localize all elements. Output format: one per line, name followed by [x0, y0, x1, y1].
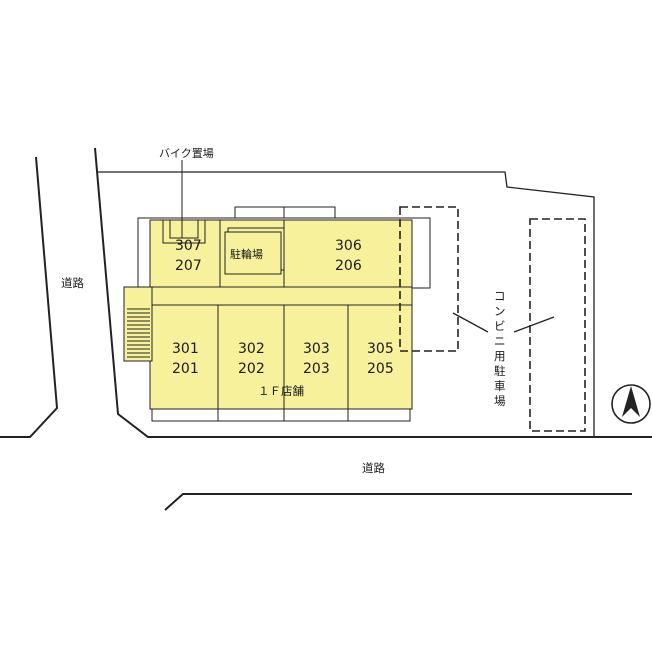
parking-char: 車: [494, 379, 506, 393]
unit-206: 206: [335, 258, 362, 274]
bike-parking-area: [162, 160, 206, 244]
convenience-parking-areas: [399, 206, 586, 432]
road-label-left: 道路: [61, 276, 84, 290]
unit-307: 307: [175, 238, 202, 254]
unit-207: 207: [175, 258, 202, 274]
parking-leader-lines: [452, 312, 555, 333]
staircase: [123, 286, 153, 362]
bicycle-parking-box: [224, 231, 282, 275]
left-road-lines: [0, 147, 652, 438]
parking-char: ビ: [494, 319, 506, 333]
north-arrow-icon: [611, 384, 651, 424]
parking-char: ン: [494, 304, 506, 318]
unit-202: 202: [238, 361, 265, 377]
unit-302: 302: [238, 341, 265, 357]
bottom-balcony: [151, 408, 411, 422]
parking-char: 駐: [494, 364, 506, 378]
parking-char: 場: [494, 394, 506, 408]
site-boundary: [97, 171, 595, 437]
unit-306: 306: [335, 238, 362, 254]
unit-301: 301: [172, 341, 199, 357]
unit-303: 303: [303, 341, 330, 357]
parking-char: ニ: [494, 334, 506, 348]
parking-char: 用: [494, 349, 506, 363]
unit-305: 305: [367, 341, 394, 357]
bicycle-parking-label: 駐輪場: [230, 247, 263, 261]
bottom-road-edge: [164, 493, 632, 511]
convenience-parking-label: コ ン ビ ニ 用 駐 車 場: [494, 289, 506, 408]
unit-203: 203: [303, 361, 330, 377]
parking-char: コ: [494, 289, 506, 303]
unit-205: 205: [367, 361, 394, 377]
building-lower-block: [149, 286, 413, 410]
bike-parking-label: バイク置場: [159, 147, 214, 160]
first-floor-store-label: １Ｆ店舗: [258, 384, 304, 398]
road-label-bottom: 道路: [362, 461, 385, 475]
unit-201: 201: [172, 361, 199, 377]
